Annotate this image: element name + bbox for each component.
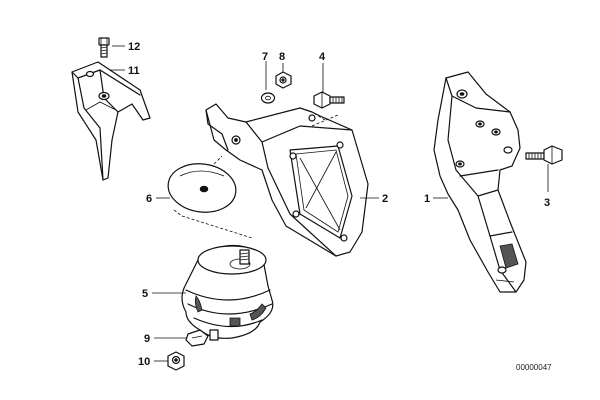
callout-4: 4: [319, 51, 326, 63]
part-8-nut: [275, 71, 292, 89]
part-1-support-bracket: [433, 71, 527, 293]
callout-1: 1: [424, 193, 430, 205]
part-11-bracket: [71, 61, 151, 181]
callout-9: 9: [144, 333, 150, 345]
assembly-line-disc-mount: [173, 209, 253, 239]
part-5-rubber-mount: [181, 244, 274, 341]
assembly-line-disc-frame: [213, 155, 223, 165]
part-9-washer: [185, 329, 209, 347]
callout-11: 11: [128, 65, 140, 77]
callout-7: 7: [262, 51, 268, 63]
part-4-bolt: [313, 91, 345, 109]
diagram-reference-number: 00000047: [516, 363, 552, 372]
callout-6: 6: [146, 193, 152, 205]
callout-12: 12: [128, 41, 140, 53]
part-10-nut: [167, 351, 185, 371]
callout-2: 2: [382, 193, 388, 205]
callout-10: 10: [138, 356, 150, 368]
part-12-bolt: [98, 37, 110, 58]
callout-8: 8: [279, 51, 285, 63]
callout-5: 5: [142, 288, 148, 300]
part-2-mount-frame: [205, 103, 369, 257]
part-7-washer: [260, 92, 276, 104]
part-6-disc: [167, 163, 237, 213]
part-3-bolt: [525, 145, 563, 165]
callout-3: 3: [544, 197, 550, 209]
